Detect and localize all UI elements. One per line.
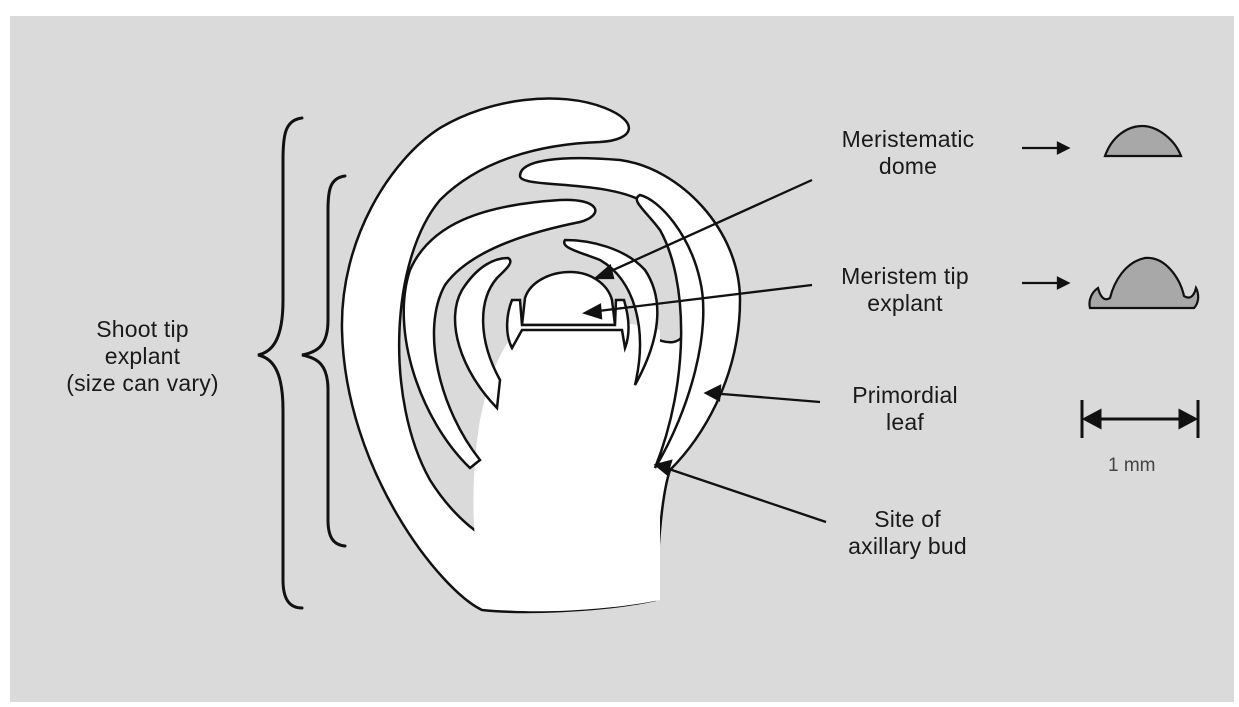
meristematic-dome-label: Meristematic dome bbox=[818, 126, 998, 180]
meristem-tip-label-line1: Meristem tip bbox=[815, 263, 995, 290]
meristem-tip-label-line2: explant bbox=[815, 290, 995, 317]
scale-bar bbox=[1082, 400, 1198, 438]
leader-primordial-leaf bbox=[710, 393, 820, 402]
braces bbox=[258, 118, 345, 608]
shoot-tip-label: Shoot tip explant (size can vary) bbox=[40, 316, 245, 397]
legend-arrows bbox=[1022, 143, 1068, 288]
scale-bar-right-arrow bbox=[1180, 411, 1195, 427]
shoot-tip-label-line3: (size can vary) bbox=[40, 370, 245, 397]
scale-bar-label: 1 mm bbox=[1108, 455, 1156, 477]
primordial-leaf-label-line1: Primordial bbox=[825, 382, 985, 409]
shoot-tip-label-line1: Shoot tip bbox=[40, 316, 245, 343]
arrowhead-dome-icon bbox=[1058, 143, 1068, 153]
meristematic-dome-label-line1: Meristematic bbox=[818, 126, 998, 153]
meristematic-dome-label-line2: dome bbox=[818, 153, 998, 180]
primordial-leaf-label-line2: leaf bbox=[825, 409, 985, 436]
leader-axillary-bud bbox=[660, 466, 826, 522]
arrowhead-meristem-icon bbox=[1058, 278, 1068, 288]
shoot-tip-brace bbox=[258, 118, 302, 608]
stem-body bbox=[473, 322, 660, 612]
axillary-bud-label-line2: axillary bud bbox=[825, 533, 990, 560]
shoot-tip-label-line2: explant bbox=[40, 343, 245, 370]
axillary-bud-label: Site of axillary bud bbox=[825, 506, 990, 560]
meristem-tip-icon bbox=[1089, 258, 1198, 308]
scale-bar-left-arrow bbox=[1085, 411, 1100, 427]
axillary-bud-label-line1: Site of bbox=[825, 506, 990, 533]
inner-brace bbox=[302, 176, 345, 546]
dome-icon bbox=[1105, 126, 1181, 156]
arrowhead-dome bbox=[596, 266, 613, 278]
meristem-tip-label: Meristem tip explant bbox=[815, 263, 995, 317]
primordial-leaf-label: Primordial leaf bbox=[825, 382, 985, 436]
